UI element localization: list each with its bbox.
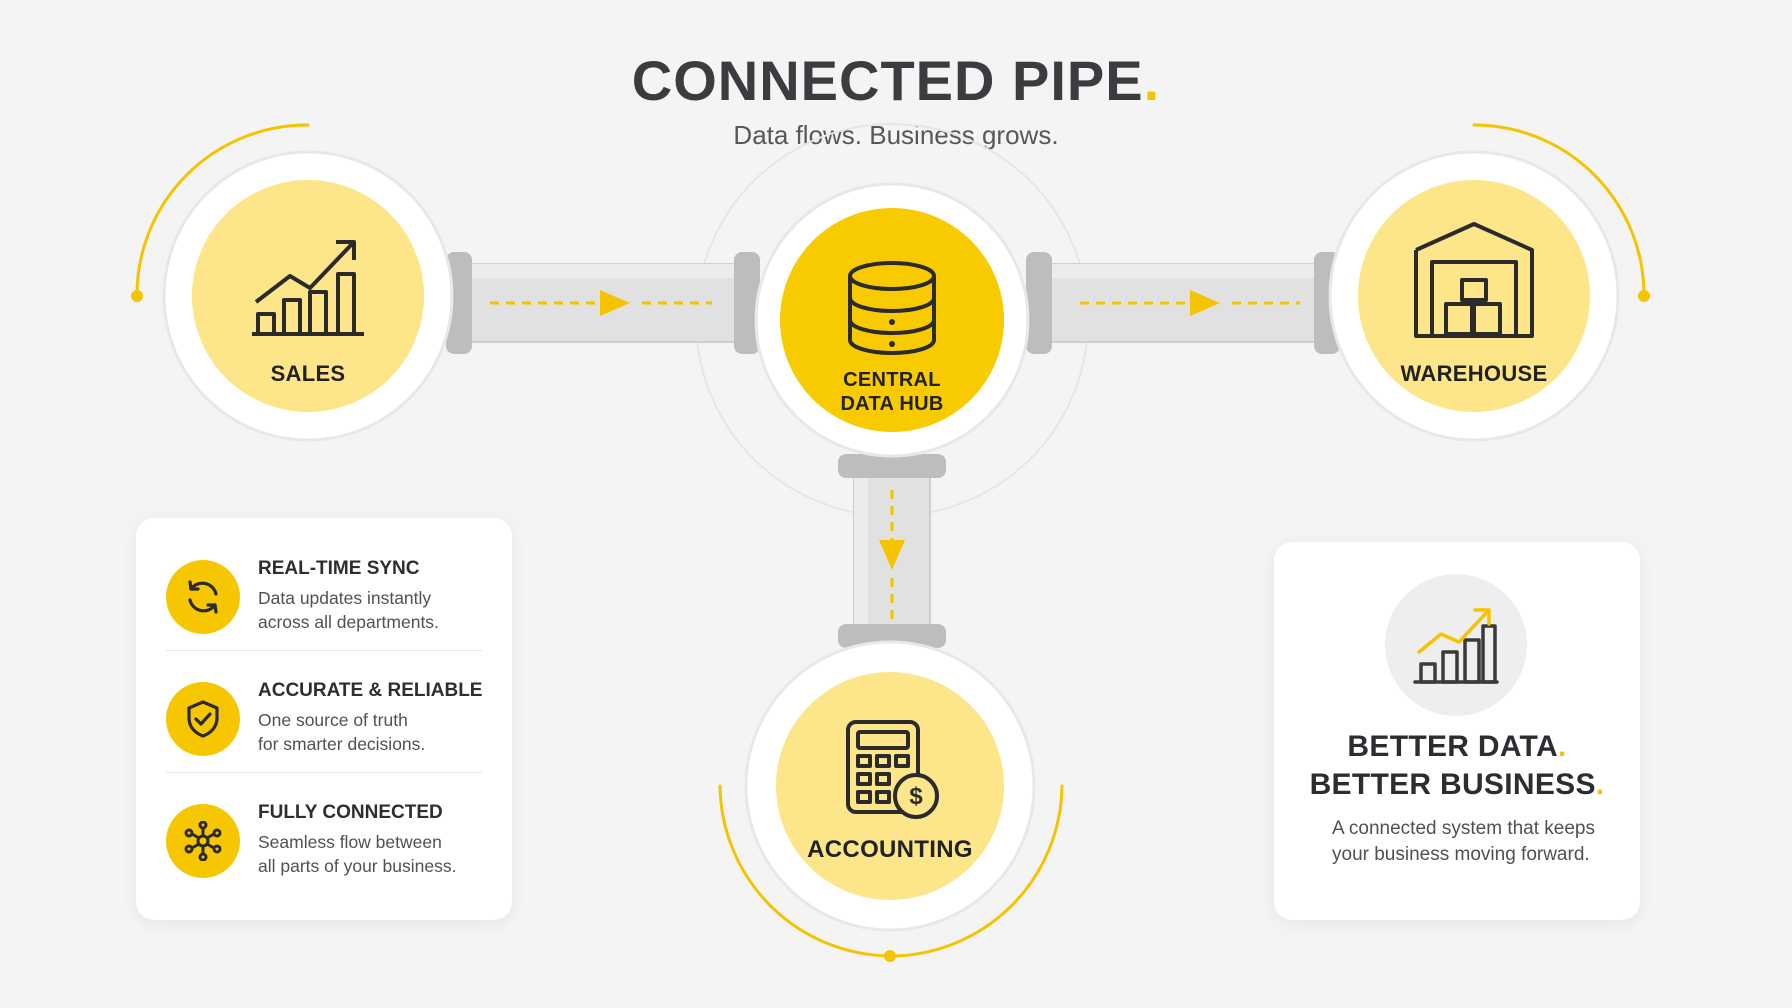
sales-label: SALES bbox=[270, 361, 346, 386]
dollar-sign-glyph: $ bbox=[909, 783, 923, 810]
accounting-label: ACCOUNTING bbox=[807, 836, 973, 863]
accounting-accent-arc-left bbox=[718, 784, 892, 958]
node-sales bbox=[162, 150, 454, 442]
hub-label-line2: DATA HUB bbox=[840, 393, 944, 415]
page-title: CONNECTED PIPE. bbox=[0, 48, 1792, 113]
accounting-arc-dot bbox=[884, 950, 896, 962]
shield-check-icon bbox=[166, 682, 240, 756]
pipe-hub-accounting bbox=[838, 454, 946, 648]
calculator-icon bbox=[846, 720, 939, 819]
benefit-description: A connected system that keeps your busin… bbox=[1332, 818, 1595, 865]
benefit-headline-2: BETTER BUSINESS. bbox=[1309, 768, 1605, 801]
title-dot: . bbox=[1143, 49, 1161, 112]
accounting-accent-arc-right bbox=[888, 784, 1064, 958]
node-warehouse bbox=[1328, 150, 1620, 442]
feature-title: ACCURATE & RELIABLE bbox=[258, 680, 483, 701]
feature-divider bbox=[166, 650, 482, 651]
sales-arc-dot bbox=[131, 290, 143, 302]
pipe-sales-hub bbox=[446, 252, 760, 354]
growth-chart-icon bbox=[1385, 574, 1527, 716]
sync-icon bbox=[166, 560, 240, 634]
title-text: CONNECTED PIPE bbox=[631, 49, 1144, 112]
warehouse-icon bbox=[1414, 222, 1534, 338]
pipe-hub-warehouse bbox=[1026, 252, 1340, 354]
feature-title: REAL-TIME SYNC bbox=[258, 558, 420, 579]
benefit-card: BETTER DATA. BETTER BUSINESS. A connecte… bbox=[1274, 542, 1640, 920]
hub-label-line1: CENTRAL bbox=[843, 369, 941, 391]
sales-accent-arc bbox=[135, 123, 310, 298]
benefit-headline-1: BETTER DATA. bbox=[1347, 730, 1567, 763]
warehouse-arc-dot bbox=[1638, 290, 1650, 302]
node-central-data-hub bbox=[754, 182, 1030, 458]
warehouse-label: WAREHOUSE bbox=[1400, 361, 1548, 386]
network-icon bbox=[166, 804, 240, 878]
feature-divider bbox=[166, 772, 482, 773]
database-icon bbox=[848, 261, 936, 355]
warehouse-accent-arc bbox=[1472, 123, 1646, 298]
bar-chart-up-icon bbox=[252, 240, 364, 336]
node-accounting: $ bbox=[744, 640, 1036, 932]
feature-title: FULLY CONNECTED bbox=[258, 802, 443, 823]
